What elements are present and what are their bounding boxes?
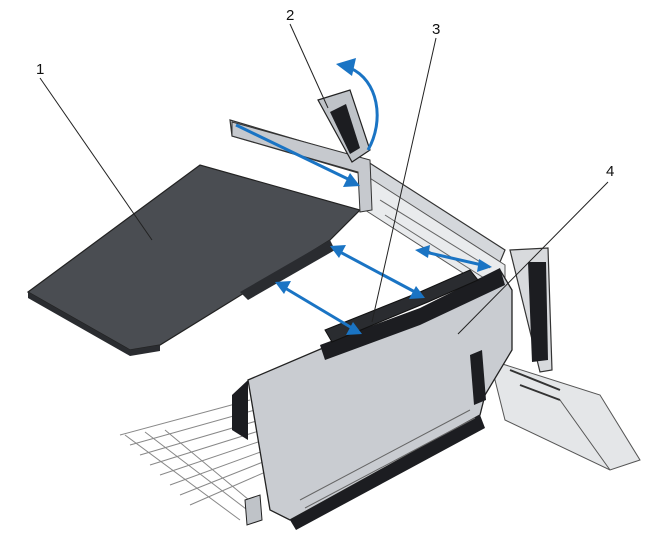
callout-2: 2 <box>286 7 294 24</box>
callout-4: 4 <box>606 163 614 180</box>
card-retention-latch <box>317 89 371 163</box>
expansion-card <box>26 164 362 356</box>
callout-1: 1 <box>36 61 44 78</box>
callout-3-leader <box>371 37 437 323</box>
card-bracket <box>231 121 373 213</box>
chassis-rear-wall <box>489 247 641 471</box>
callout-4-leader <box>457 181 609 335</box>
callout-1-leader <box>39 77 153 241</box>
motion-arrows <box>235 58 492 335</box>
callout-3: 3 <box>432 21 440 38</box>
expansion-card-riser <box>232 268 513 530</box>
callout-2-leader <box>289 23 329 109</box>
chassis-floor <box>119 399 271 521</box>
